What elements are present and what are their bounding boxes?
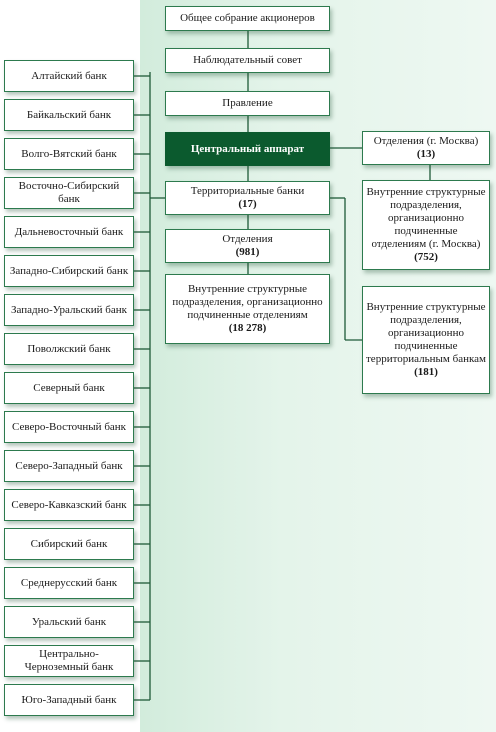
supervisory-board-label: Наблюдательный совет bbox=[193, 54, 302, 66]
internal-branch-units-box: Внутренние структурные подразделения, ор… bbox=[165, 274, 330, 344]
bank-box: Северо-Западный банк bbox=[4, 450, 134, 482]
management-board-box: Правление bbox=[165, 91, 330, 116]
bank-box: Алтайский банк bbox=[4, 60, 134, 92]
bank-box: Западно-Сибирский банк bbox=[4, 255, 134, 287]
territorial-internal-units-label: Внутренние структурные подразделения, ор… bbox=[366, 301, 486, 365]
internal-branch-units-label: Внутренние структурные подразделения, ор… bbox=[172, 283, 323, 321]
bank-box: Восточно-Сибирский банк bbox=[4, 177, 134, 209]
moscow-internal-units-count: (752) bbox=[414, 251, 438, 263]
bank-box: Байкальский банк bbox=[4, 99, 134, 131]
bank-label: Западно-Сибирский банк bbox=[9, 264, 129, 277]
territorial-internal-units-count: (181) bbox=[414, 366, 438, 378]
moscow-branches-label: Отделения (г. Москва) bbox=[373, 135, 479, 147]
moscow-branches-box: Отделения (г. Москва) (13) bbox=[362, 131, 490, 165]
branches-box: Отделения (981) bbox=[165, 229, 330, 263]
territorial-internal-units-box: Внутренние структурные подразделения, ор… bbox=[362, 286, 490, 394]
general-meeting-label: Общее собрание акционеров bbox=[180, 12, 315, 24]
bank-label: Алтайский банк bbox=[31, 69, 107, 82]
internal-branch-units-count: (18 278) bbox=[228, 322, 267, 334]
bank-box: Северный банк bbox=[4, 372, 134, 404]
bank-box: Северо-Кавказский банк bbox=[4, 489, 134, 521]
central-office-box: Центральный аппарат bbox=[165, 132, 330, 166]
bank-label: Северо-Восточный банк bbox=[11, 420, 127, 433]
moscow-internal-units-label: Внутренние структурные подразделения, ор… bbox=[366, 186, 486, 250]
bank-box: Западно-Уральский банк bbox=[4, 294, 134, 326]
bank-label: Среднерусский банк bbox=[20, 576, 118, 589]
bank-label: Северный банк bbox=[33, 381, 105, 394]
moscow-branches-count: (13) bbox=[416, 148, 436, 160]
central-office-label: Центральный аппарат bbox=[190, 142, 305, 155]
bank-label: Северо-Западный банк bbox=[15, 459, 123, 472]
bank-label: Центрально-Черноземный банк bbox=[24, 648, 114, 673]
bank-box: Юго-Западный банк bbox=[4, 684, 134, 716]
bank-label: Дальневосточный банк bbox=[14, 225, 124, 238]
bank-box: Сибирский банк bbox=[4, 528, 134, 560]
branches-label: Отделения bbox=[222, 233, 273, 245]
bank-label: Восточно-Сибирский банк bbox=[18, 180, 120, 205]
bank-label: Сибирский банк bbox=[30, 537, 108, 550]
bank-label: Юго-Западный банк bbox=[21, 693, 117, 706]
bank-box: Дальневосточный банк bbox=[4, 216, 134, 248]
bank-label: Северо-Кавказский банк bbox=[11, 498, 127, 511]
supervisory-board-box: Наблюдательный совет bbox=[165, 48, 330, 73]
bank-label: Уральский банк bbox=[31, 615, 107, 628]
bank-box: Уральский банк bbox=[4, 606, 134, 638]
bank-label: Западно-Уральский банк bbox=[11, 303, 127, 316]
moscow-internal-units-box: Внутренние структурные подразделения, ор… bbox=[362, 180, 490, 270]
bank-box: Поволжский банк bbox=[4, 333, 134, 365]
bank-box: Центрально-Черноземный банк bbox=[4, 645, 134, 677]
bank-box: Северо-Восточный банк bbox=[4, 411, 134, 443]
general-meeting-box: Общее собрание акционеров bbox=[165, 6, 330, 31]
territorial-banks-count: (17) bbox=[238, 198, 257, 210]
territorial-banks-label: Территориальные банки bbox=[190, 185, 305, 197]
bank-label: Волго-Вятский банк bbox=[21, 147, 117, 160]
bank-label: Байкальский банк bbox=[26, 108, 112, 121]
bank-box: Среднерусский банк bbox=[4, 567, 134, 599]
branches-count: (981) bbox=[235, 246, 260, 258]
management-board-label: Правление bbox=[222, 97, 273, 109]
bank-label: Поволжский банк bbox=[27, 342, 111, 355]
bank-box: Волго-Вятский банк bbox=[4, 138, 134, 170]
territorial-banks-box: Территориальные банки (17) bbox=[165, 181, 330, 215]
